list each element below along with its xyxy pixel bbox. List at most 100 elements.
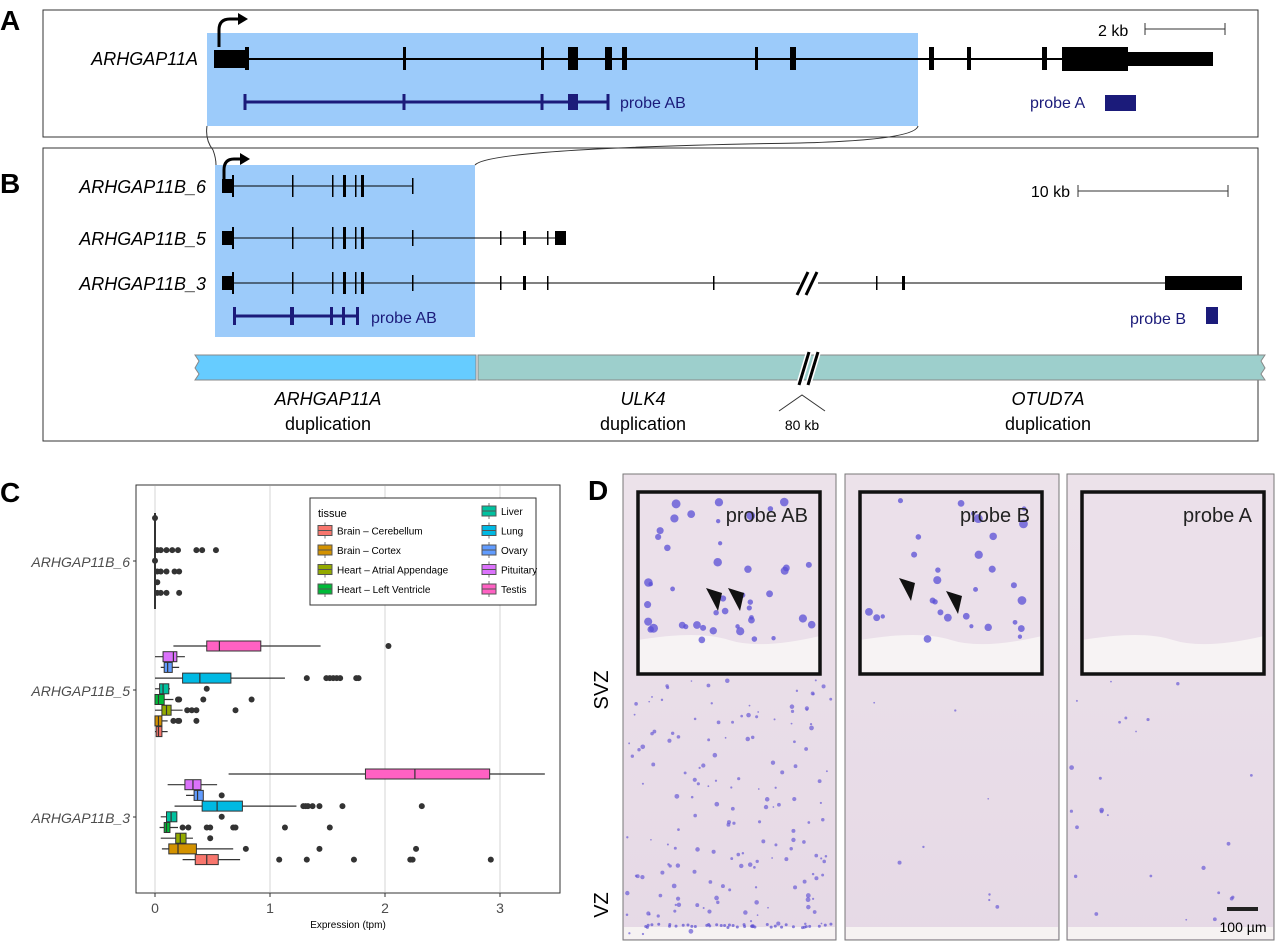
exon xyxy=(222,179,233,193)
stain-dot xyxy=(714,801,720,807)
exon xyxy=(1042,47,1047,70)
outlier-point xyxy=(304,803,311,810)
legend-label: Lung xyxy=(501,527,523,538)
stain-dot xyxy=(802,840,806,844)
outlier-point xyxy=(303,856,310,863)
panel-a-frame xyxy=(42,9,1259,138)
inset-stain-dot xyxy=(973,586,978,592)
scale-bar-d xyxy=(1227,907,1258,911)
boxes xyxy=(152,513,545,866)
stain-dot xyxy=(809,725,814,731)
stain-dot xyxy=(873,701,876,704)
stain-dot xyxy=(761,839,766,844)
stain-dot xyxy=(656,914,660,918)
box-testis xyxy=(152,515,158,521)
exon xyxy=(1062,47,1128,71)
stain-dot xyxy=(1146,717,1150,722)
outlier-point xyxy=(350,856,357,863)
region-sub: duplication xyxy=(600,414,686,434)
box-lung xyxy=(154,547,219,554)
stain-dot xyxy=(820,922,823,925)
legend-label: Heart – Atrial Appendage xyxy=(337,566,449,577)
exon xyxy=(1165,276,1242,290)
exon xyxy=(292,175,294,197)
inset-ventricle xyxy=(638,635,820,674)
legend-label: Brain – Cerebellum xyxy=(337,527,423,538)
stain-dot xyxy=(628,932,631,935)
stain-dot xyxy=(754,900,759,905)
outlier-point xyxy=(193,707,200,714)
inset-stain-dot xyxy=(766,590,773,598)
box-liver xyxy=(155,683,210,695)
inset-stain-dot xyxy=(971,511,976,516)
region-name: OTUD7A xyxy=(1011,389,1084,409)
outlier-point xyxy=(169,547,176,554)
exon xyxy=(541,47,544,70)
outlier-point xyxy=(176,717,183,724)
gap-caret xyxy=(778,394,826,412)
stain-dot xyxy=(922,845,925,849)
inset-stain-dot xyxy=(974,550,983,559)
box-heart-left-ventricle xyxy=(154,694,255,705)
box-brain-cerebellum xyxy=(155,726,168,738)
stain-dot xyxy=(988,893,991,896)
outlier-point xyxy=(207,835,214,842)
stain-dot xyxy=(804,747,809,751)
stain-dot xyxy=(708,880,713,884)
exon xyxy=(343,272,346,294)
panel-label-d: D xyxy=(588,475,608,506)
gap-label: 80 kb xyxy=(785,417,819,433)
box-pituitary xyxy=(155,651,185,663)
micrograph-2: probe B xyxy=(844,473,1060,941)
exon xyxy=(361,272,364,294)
stain-dot xyxy=(821,873,825,877)
stain-dot xyxy=(829,697,833,701)
probe-a-mark xyxy=(1105,95,1136,111)
inset-stain-dot xyxy=(693,621,701,629)
exon xyxy=(902,276,905,290)
stain-dot xyxy=(1249,774,1253,777)
inset-stain-dot xyxy=(687,510,696,519)
exon xyxy=(713,276,715,290)
probe-tick xyxy=(290,307,294,325)
stain-dot xyxy=(641,932,645,936)
stain-dot xyxy=(637,748,641,752)
box-heart-left-ventricle xyxy=(159,822,333,833)
inset-stain-dot xyxy=(897,498,904,504)
scale-label-a: 2 kb xyxy=(1098,23,1128,40)
inset-stain-dot xyxy=(771,635,776,641)
x-tick-label: 1 xyxy=(266,900,274,916)
stain-dot xyxy=(789,847,793,851)
stain-dot xyxy=(726,925,730,929)
stain-dot xyxy=(1118,720,1121,724)
legend-title: tissue xyxy=(318,508,347,520)
inset-stain-dot xyxy=(937,609,944,616)
stain-dot xyxy=(633,713,636,716)
stain-dot xyxy=(660,698,664,702)
probe-b-label: probe B xyxy=(1130,311,1186,328)
stain-dot xyxy=(791,837,796,843)
ventricle-edge xyxy=(1068,927,1273,939)
transcript-label: ARHGAP11B_3 xyxy=(78,274,206,294)
x-tick-label: 0 xyxy=(151,900,159,916)
probe-tick xyxy=(243,94,247,110)
y-tick-label: ARHGAP11B_5 xyxy=(30,683,130,699)
stain-dot xyxy=(692,777,697,782)
panel-b: ARHGAP11B_6 ARHGAP11B_5 ARHGAP11B_3 prob… xyxy=(42,147,1266,442)
probe-ab-label-b: probe AB xyxy=(371,310,437,327)
inset-stain-dot xyxy=(751,636,758,642)
exon xyxy=(343,175,346,197)
outlier-point xyxy=(152,515,158,521)
probe-ab-model xyxy=(243,94,610,110)
stain-dot xyxy=(710,702,713,705)
zone-label-vz: VZ xyxy=(591,892,613,918)
stain-dot xyxy=(823,923,827,927)
stain-dot xyxy=(755,859,759,864)
stain-dot xyxy=(780,770,785,775)
stain-dot xyxy=(897,860,902,865)
probe-tick xyxy=(356,307,359,325)
tss-arrow-icon xyxy=(222,157,242,180)
